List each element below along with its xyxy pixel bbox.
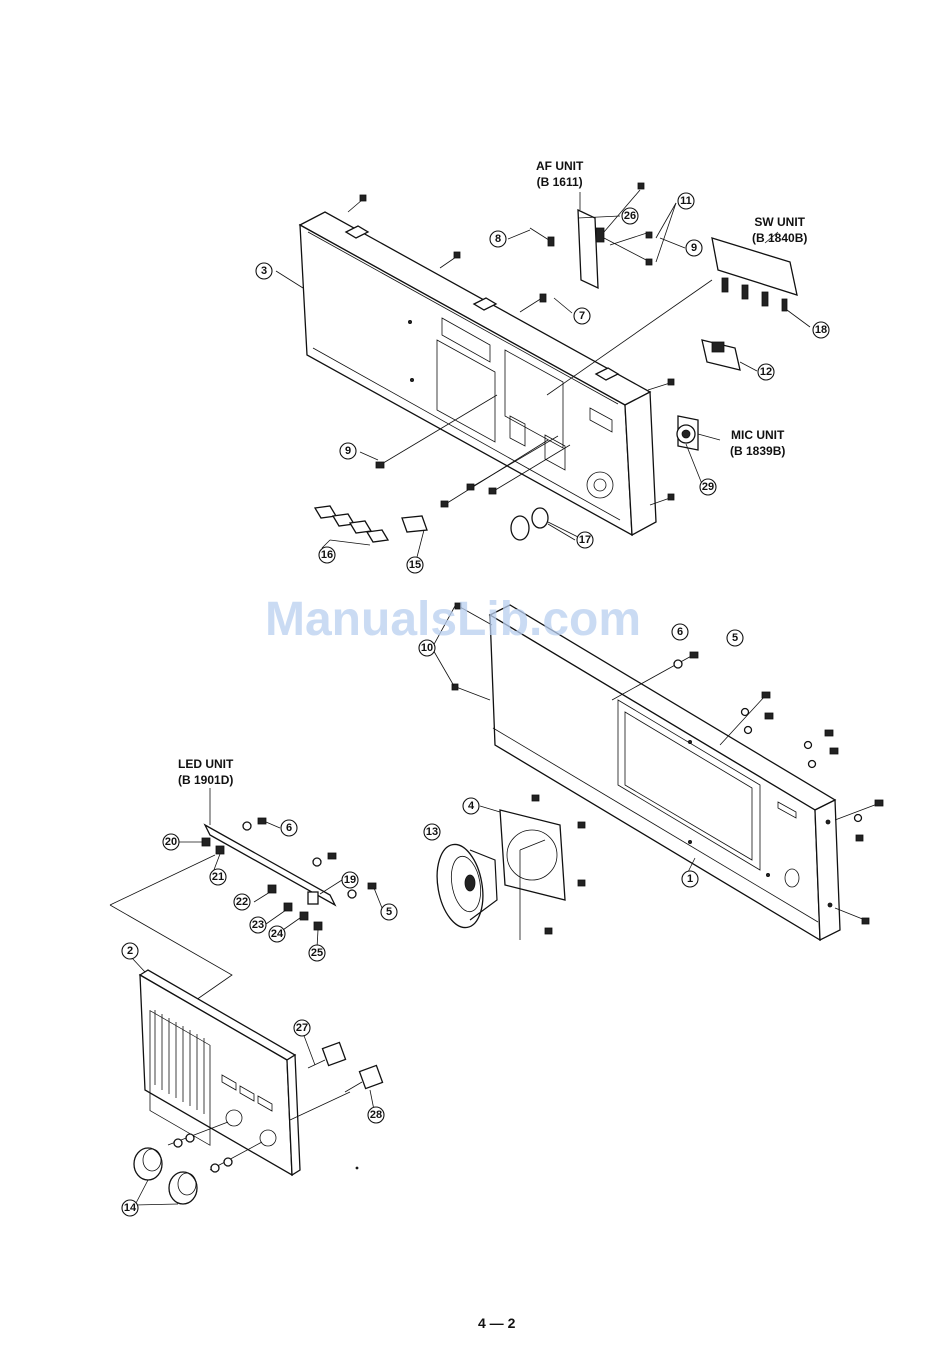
led-unit-label: LED UNIT (B 1901D): [178, 756, 233, 788]
led-unit-code: (B 1901D): [178, 772, 233, 788]
svg-text:5: 5: [732, 632, 738, 644]
mic-unit-name: MIC UNIT: [730, 427, 785, 443]
sw-unit-label: SW UNIT (B 1840B): [752, 214, 807, 246]
callout-3: 3: [256, 263, 272, 279]
callout-29: 29: [700, 479, 716, 495]
sub-panel: [140, 970, 300, 1175]
svg-text:16: 16: [321, 549, 333, 561]
callout-25: 25: [309, 945, 325, 961]
svg-text:22: 22: [236, 896, 248, 908]
svg-text:14: 14: [124, 1202, 137, 1214]
callout-5-led: 5: [381, 904, 397, 920]
af-unit-board: [578, 183, 652, 288]
svg-text:13: 13: [426, 826, 438, 838]
af-unit-name: AF UNIT: [536, 158, 583, 174]
svg-text:15: 15: [409, 559, 421, 571]
callout-13: 13: [424, 824, 440, 840]
svg-text:4: 4: [468, 800, 475, 812]
knobs-14: [134, 1148, 197, 1204]
callout-27: 27: [294, 1020, 310, 1036]
svg-text:17: 17: [579, 534, 591, 546]
svg-text:23: 23: [252, 919, 264, 931]
sw-unit-name: SW UNIT: [752, 214, 807, 230]
callout-11: 11: [678, 193, 694, 209]
led-unit-name: LED UNIT: [178, 756, 233, 772]
callout-18: 18: [813, 322, 829, 338]
callout-15: 15: [407, 557, 423, 573]
callout-6-top: 6: [672, 624, 688, 640]
callout-17: 17: [577, 532, 593, 548]
svg-text:20: 20: [165, 836, 177, 848]
svg-text:9: 9: [345, 445, 351, 457]
potentiometers: [290, 1042, 383, 1169]
svg-text:29: 29: [702, 481, 714, 493]
keys-16-15: [315, 506, 427, 548]
svg-text:12: 12: [760, 366, 772, 378]
callout-9-bottom: 9: [340, 443, 356, 459]
callout-6-led: 6: [281, 820, 297, 836]
callout-23: 23: [250, 917, 266, 933]
svg-text:19: 19: [344, 874, 356, 886]
callout-2: 2: [122, 943, 138, 959]
callout-19: 19: [342, 872, 358, 888]
mic-unit-label: MIC UNIT (B 1839B): [730, 427, 785, 459]
svg-text:26: 26: [624, 210, 636, 222]
callout-24: 24: [269, 926, 285, 942]
svg-text:21: 21: [212, 871, 224, 883]
callout-8: 8: [490, 231, 506, 247]
svg-text:5: 5: [386, 906, 392, 918]
callout-28: 28: [368, 1107, 384, 1123]
svg-text:28: 28: [370, 1109, 382, 1121]
svg-text:9: 9: [691, 242, 697, 254]
svg-text:6: 6: [677, 626, 683, 638]
svg-text:11: 11: [680, 195, 692, 207]
callout-9-top: 9: [686, 240, 702, 256]
watermark: ManualsLib.com: [265, 592, 641, 647]
callout-1: 1: [682, 871, 698, 887]
svg-text:3: 3: [261, 265, 267, 277]
grommet-17: [511, 508, 580, 540]
svg-text:2: 2: [127, 945, 133, 957]
mic-unit-code: (B 1839B): [730, 443, 785, 459]
callout-12: 12: [758, 364, 774, 380]
chassis-frame: [300, 212, 656, 535]
af-unit-code: (B 1611): [536, 174, 583, 190]
callout-4: 4: [463, 798, 479, 814]
switch-12: [702, 340, 740, 370]
svg-text:6: 6: [286, 822, 292, 834]
callout-20: 20: [163, 834, 179, 850]
svg-text:7: 7: [579, 310, 585, 322]
callout-5-top: 5: [727, 630, 743, 646]
callout-26: 26: [622, 208, 638, 224]
svg-text:24: 24: [271, 928, 284, 940]
callout-16: 16: [319, 547, 335, 563]
callout-22: 22: [234, 894, 250, 910]
svg-text:1: 1: [687, 873, 693, 885]
mic-unit: [677, 416, 720, 450]
svg-text:18: 18: [815, 324, 827, 336]
svg-text:25: 25: [311, 947, 323, 959]
sw-unit-code: (B 1840B): [752, 230, 807, 246]
callout-21: 21: [210, 869, 226, 885]
svg-text:27: 27: [296, 1022, 308, 1034]
af-unit-label: AF UNIT (B 1611): [536, 158, 583, 190]
callout-7: 7: [574, 308, 590, 324]
callout-14: 14: [122, 1200, 138, 1216]
speaker-assembly: [431, 795, 585, 940]
svg-text:8: 8: [495, 233, 501, 245]
page-number: 4 — 2: [478, 1315, 515, 1331]
